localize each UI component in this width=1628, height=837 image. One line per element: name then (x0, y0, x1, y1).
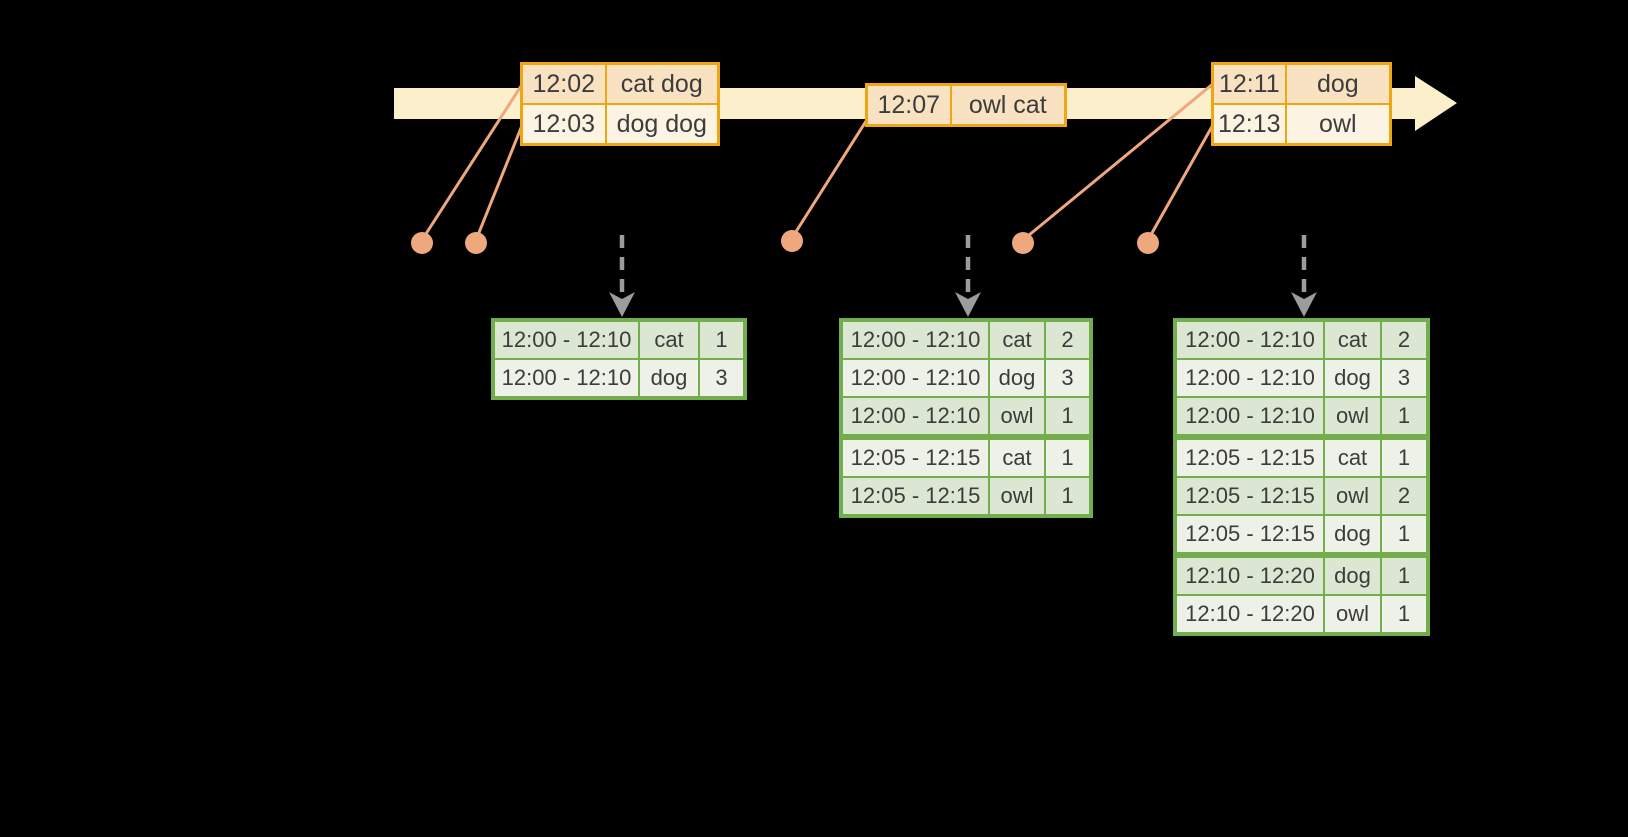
event-connector-line (420, 81, 525, 242)
table-cell: 12:05 - 12:15 (1174, 514, 1325, 556)
table-cell: owl (1323, 594, 1382, 635)
table-cell: 12:10 - 12:20 (1174, 552, 1325, 596)
table-cell: 12:00 - 12:10 (1174, 358, 1325, 398)
table-cell: cat dog (604, 62, 720, 105)
table-cell: 12:00 - 12:10 (840, 358, 990, 398)
table-cell: 2 (1044, 319, 1092, 360)
table-cell: 12:10 - 12:20 (1174, 594, 1325, 635)
table-cell: 1 (1380, 552, 1429, 596)
table-cell: 12:00 - 12:10 (840, 396, 990, 438)
table-cell: 3 (1380, 358, 1429, 398)
table-cell: dog dog (604, 103, 720, 146)
table-cell: dog (1323, 358, 1382, 398)
table-cell: 12:00 - 12:10 (840, 319, 990, 360)
event-dot (781, 230, 803, 252)
event-dot (1137, 232, 1159, 254)
table-cell: 12:07 (865, 83, 952, 127)
table-cell: 1 (1380, 396, 1429, 438)
event-connector-line (1146, 121, 1216, 242)
table-cell: dog (1323, 552, 1382, 596)
table-cell: 1 (1380, 434, 1429, 478)
table-cell: 12:11 (1211, 62, 1287, 105)
trigger-arrows (609, 235, 1317, 317)
event-connector-line (1021, 81, 1216, 242)
table-cell: 12:13 (1211, 103, 1287, 146)
table-cell: 12:00 - 12:10 (492, 319, 640, 360)
event-connector-line (474, 121, 525, 242)
table-cell: 1 (1380, 514, 1429, 556)
table-cell: cat (988, 434, 1046, 478)
table-cell: owl (1284, 103, 1392, 146)
event-connector-line (790, 116, 870, 240)
timeline-arrowhead-icon (1415, 76, 1457, 131)
table-cell: cat (638, 319, 700, 360)
table-cell: cat (1323, 319, 1382, 360)
table-cell: 3 (698, 358, 746, 399)
table-cell: 1 (1380, 594, 1429, 635)
table-cell: 2 (1380, 319, 1429, 360)
table-cell: owl (1323, 396, 1382, 438)
event-dot (411, 232, 433, 254)
table-cell: owl (988, 476, 1046, 517)
table-cell: 12:00 - 12:10 (1174, 319, 1325, 360)
trigger-arrowhead-icon (609, 292, 635, 317)
table-cell: dog (1284, 62, 1392, 105)
table-cell: 12:05 - 12:15 (1174, 434, 1325, 478)
table-cell: owl cat (949, 83, 1067, 127)
table-cell: 12:00 - 12:10 (492, 358, 640, 399)
table-cell: 1 (1044, 396, 1092, 438)
table-cell: 12:05 - 12:15 (840, 434, 990, 478)
table-cell: cat (988, 319, 1046, 360)
table-cell: cat (1323, 434, 1382, 478)
table-cell: dog (988, 358, 1046, 398)
table-cell: 1 (1044, 476, 1092, 517)
table-cell: owl (988, 396, 1046, 438)
table-cell: 2 (1380, 476, 1429, 516)
table-cell: 12:05 - 12:15 (1174, 476, 1325, 516)
trigger-arrowhead-icon (1291, 292, 1317, 317)
event-dot (465, 232, 487, 254)
event-dots (411, 230, 1159, 254)
event-connector-lines (420, 81, 1216, 242)
table-cell: dog (1323, 514, 1382, 556)
table-cell: dog (638, 358, 700, 399)
table-cell: owl (1323, 476, 1382, 516)
table-cell: 1 (1044, 434, 1092, 478)
event-dot (1012, 232, 1034, 254)
table-cell: 1 (698, 319, 746, 360)
table-cell: 12:05 - 12:15 (840, 476, 990, 517)
table-cell: 12:03 (520, 103, 607, 146)
table-cell: 12:00 - 12:10 (1174, 396, 1325, 438)
table-cell: 12:02 (520, 62, 607, 105)
trigger-arrowhead-icon (955, 292, 981, 317)
table-cell: 3 (1044, 358, 1092, 398)
